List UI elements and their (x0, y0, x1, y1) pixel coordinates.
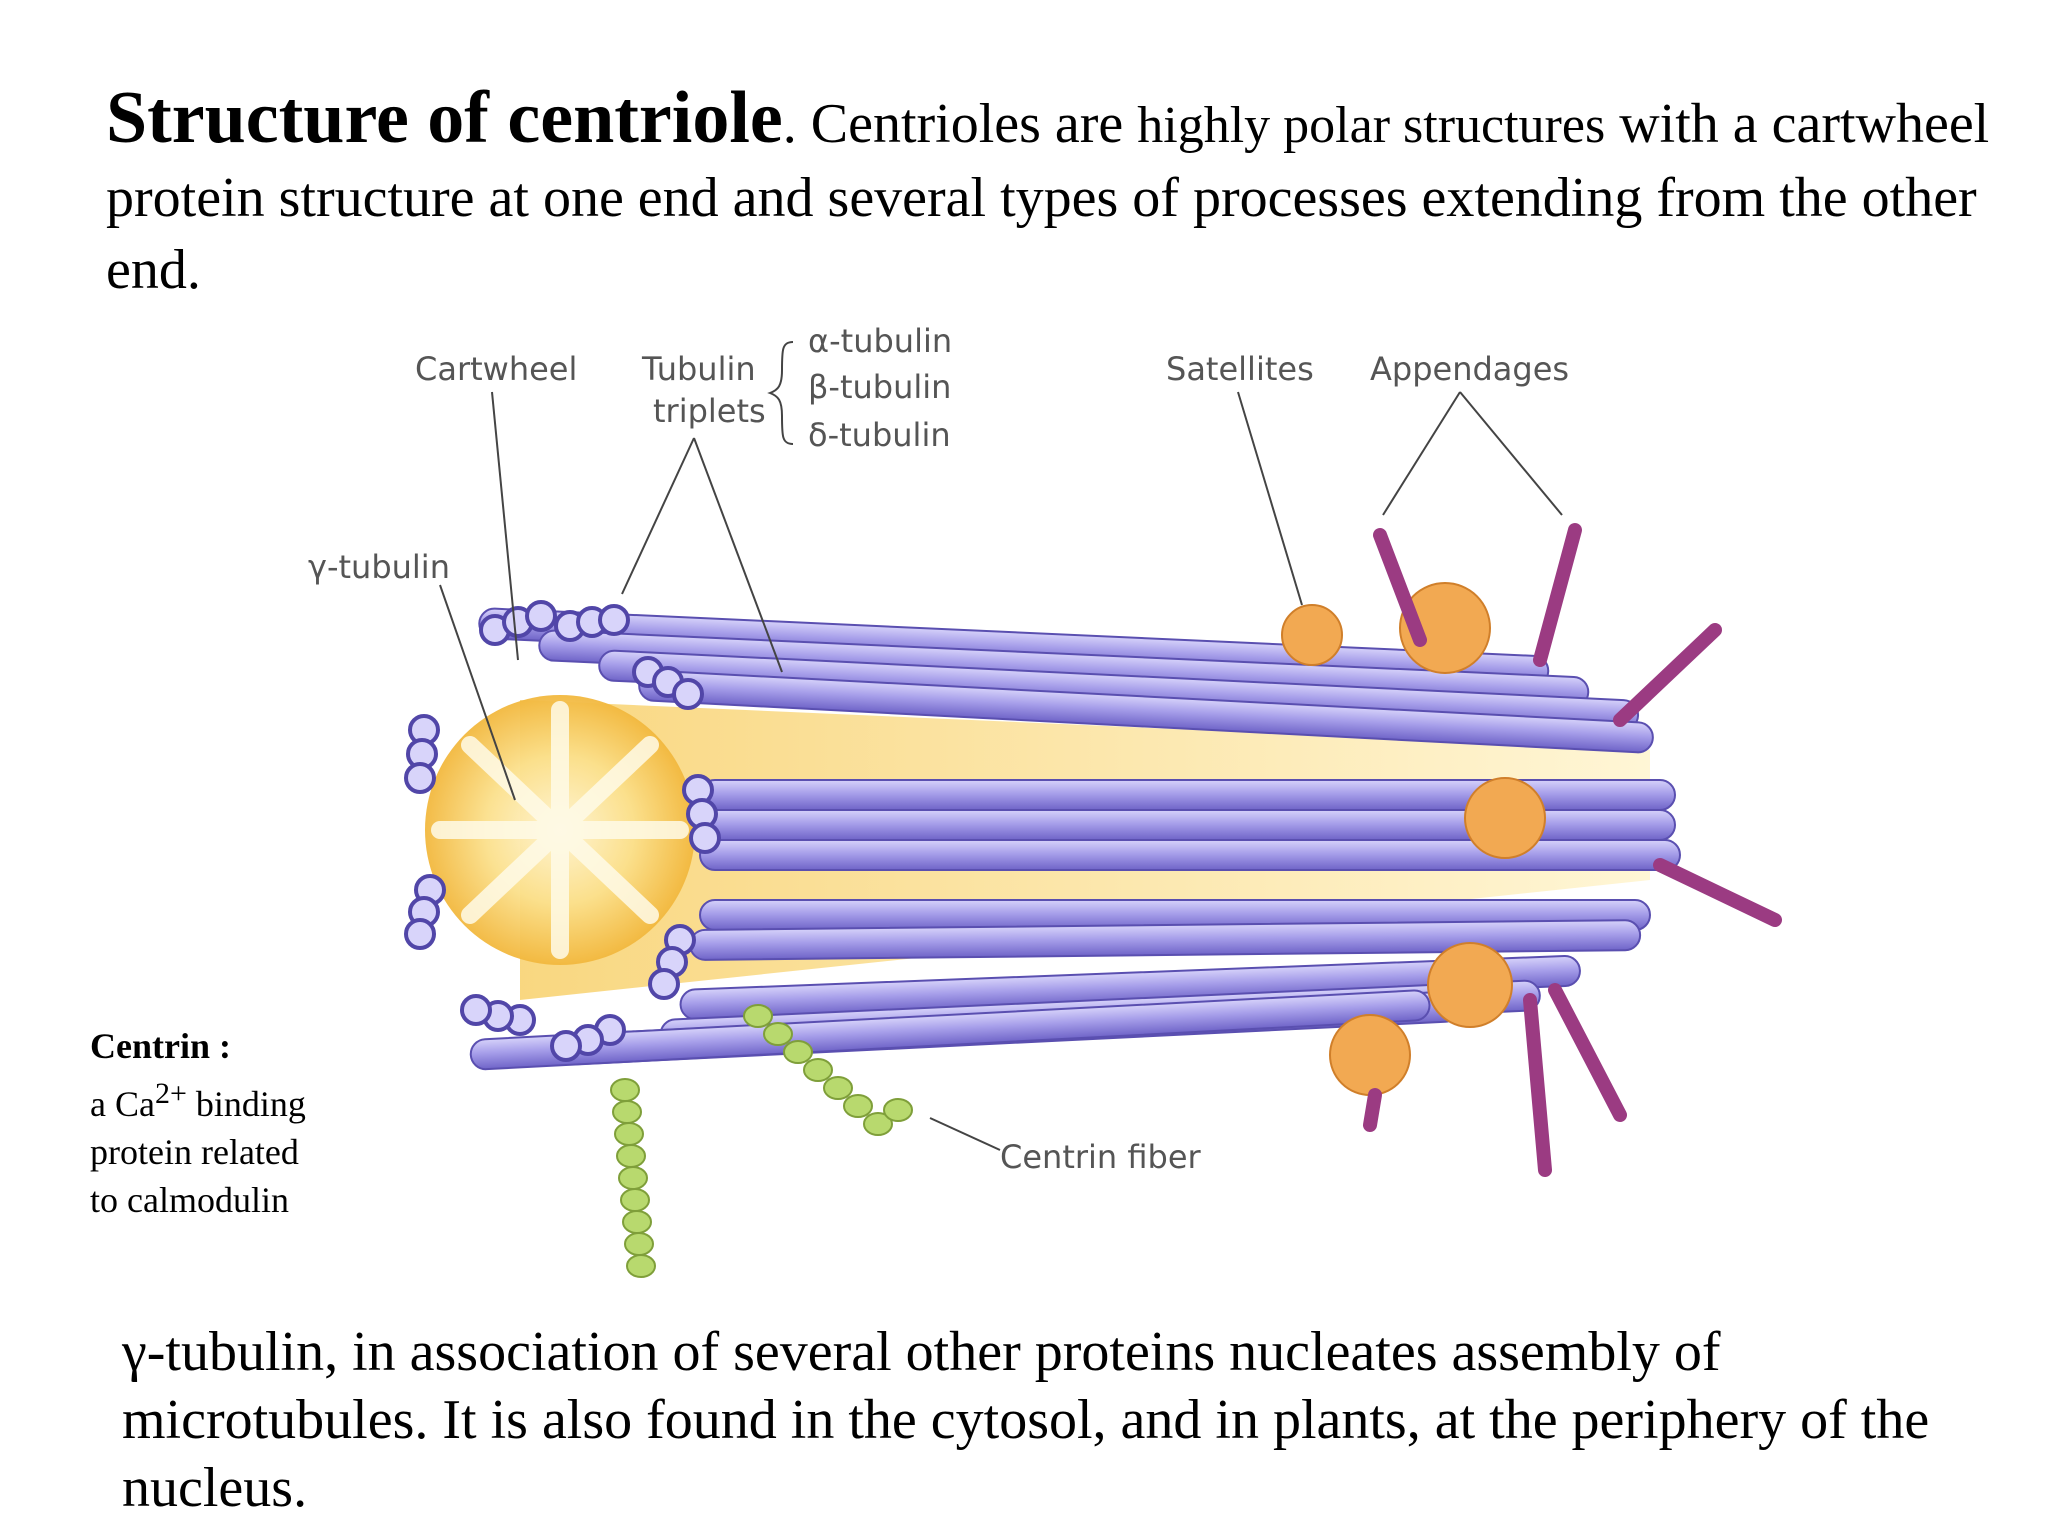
label-gamma-tubulin: γ-tubulin (308, 548, 450, 586)
label-beta-tubulin: β-tubulin (808, 368, 951, 406)
label-cartwheel: Cartwheel (415, 350, 577, 388)
leader-lines (439, 341, 1563, 1151)
centrin-note-line1: a Ca2+ binding (90, 1070, 390, 1128)
tubule-group-bottom (469, 955, 1581, 1071)
cartwheel (425, 695, 695, 965)
label-triplets: triplets (653, 392, 766, 430)
label-delta-tubulin: δ-tubulin (808, 416, 951, 454)
heading-title: Structure of centriole (106, 77, 783, 159)
label-centrin-fiber: Centrin fiber (1000, 1138, 1202, 1176)
label-alpha-tubulin: α-tubulin (808, 322, 952, 360)
centrin-fibers (610, 1004, 913, 1278)
centrin-note-title: Centrin : (90, 1026, 231, 1066)
centrin-note-sup: 2+ (154, 1077, 187, 1110)
slide-heading: Structure of centriole. Centrioles are h… (106, 81, 2006, 306)
centrin-note-line3: to calmodulin (90, 1180, 289, 1220)
satellites (1281, 582, 1546, 1096)
tubule-group-middle (689, 779, 1681, 961)
label-appendages: Appendages (1370, 350, 1569, 388)
heading-small: highly polar structures (1137, 97, 1606, 154)
label-tubulin: Tubulin (641, 350, 756, 388)
centrin-note: Centrin : a Ca2+ binding protein related… (90, 1022, 390, 1224)
tubule-group-top (478, 607, 1654, 754)
appendages (1363, 523, 1782, 1177)
centrin-note-binding: binding (186, 1084, 306, 1124)
heading-lead: Centrioles are (796, 93, 1138, 155)
label-satellites: Satellites (1166, 350, 1314, 388)
centrin-note-ca: a Ca (90, 1084, 155, 1124)
centrin-note-line2: protein related (90, 1132, 299, 1172)
footer-text: γ-tubulin, in association of several oth… (122, 1321, 1930, 1519)
heading-rest: with a cartwheel protein structure at on… (106, 93, 1990, 301)
heading-period: . (782, 93, 797, 155)
triplet-end-rings (404, 600, 721, 1062)
